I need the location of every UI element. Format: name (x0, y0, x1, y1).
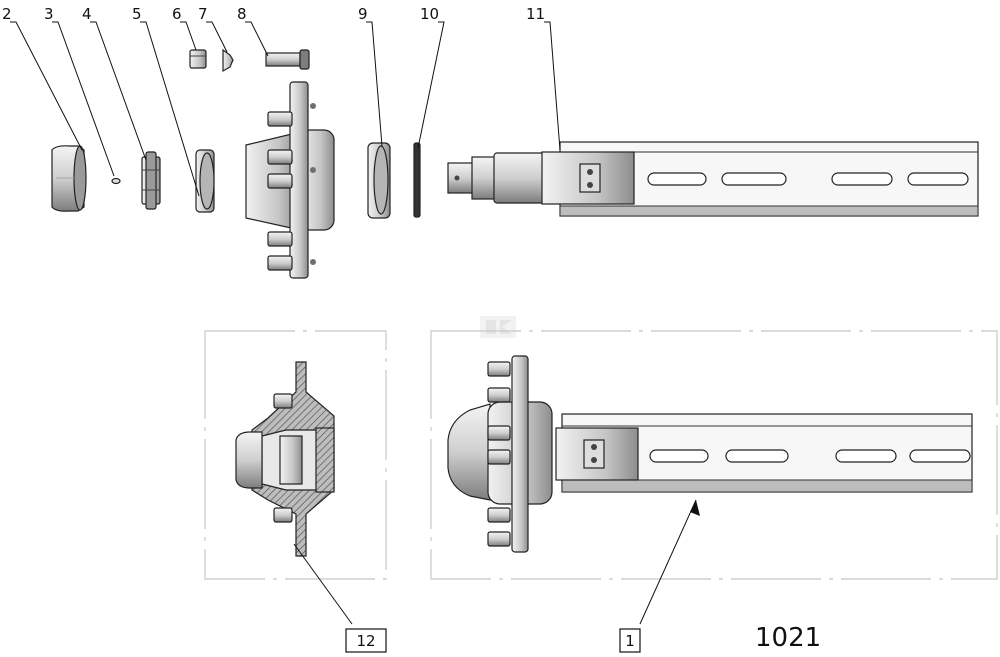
part-2-hub-cap (51, 145, 87, 212)
callout-box-1: 1 (619, 628, 641, 653)
callout-8: 8 (237, 5, 247, 23)
part-12-hub-section-view (235, 361, 335, 557)
part-8-wheel-bolt (265, 49, 310, 70)
callout-6: 6 (172, 5, 182, 23)
leader-lines (10, 21, 697, 625)
part-11-axle-beam (447, 141, 979, 217)
assembled-axle-view (447, 355, 973, 553)
part-6-wheel-nut (189, 49, 207, 69)
callout-10: 10 (420, 5, 439, 23)
callout-5: 5 (132, 5, 142, 23)
part-9-inner-bearing (367, 142, 391, 219)
part-7-washer (222, 48, 234, 73)
callout-2: 2 (2, 5, 12, 23)
callout-4: 4 (82, 5, 92, 23)
callout-box-12: 12 (345, 628, 387, 653)
callout-11: 11 (526, 5, 545, 23)
watermark-logo (480, 316, 516, 338)
section-view-frame (204, 330, 387, 580)
hub-drum-exploded (245, 81, 335, 279)
callout-7: 7 (198, 5, 208, 23)
callout-3: 3 (44, 5, 54, 23)
part-5-outer-bearing (195, 149, 215, 213)
part-4-castle-nut (141, 151, 161, 210)
callout-9: 9 (358, 5, 368, 23)
part-3-split-pin (111, 177, 121, 185)
part-10-seal (413, 142, 421, 218)
callout-12: 12 (356, 632, 375, 650)
callout-1: 1 (625, 632, 635, 650)
drawing-number: 1021 (755, 623, 821, 653)
assembly-view-frame (430, 330, 998, 580)
arrow-head-icon (690, 500, 700, 516)
